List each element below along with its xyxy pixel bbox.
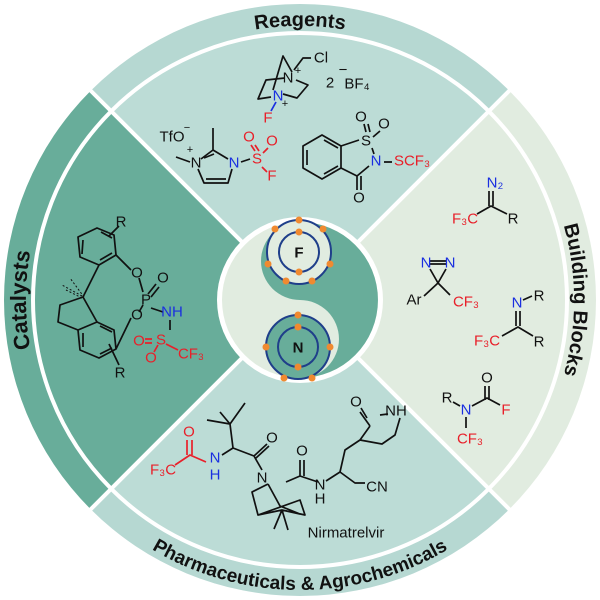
anion: BF₄ bbox=[344, 76, 369, 93]
atom: H bbox=[210, 467, 221, 484]
sector-catalysts bbox=[4, 90, 300, 510]
atom: O bbox=[157, 270, 169, 287]
fluorine-atom: F bbox=[264, 216, 334, 285]
atom: R bbox=[116, 214, 127, 231]
atom: NH bbox=[385, 403, 407, 420]
atom: F₃C bbox=[150, 462, 176, 479]
atom: O bbox=[133, 333, 145, 350]
atom: O bbox=[350, 394, 362, 411]
diazo-structure: N₂ F₃C R bbox=[452, 175, 519, 228]
imidazolium-structure: TfO − + N N S O O F bbox=[160, 122, 278, 185]
atom: N bbox=[210, 450, 221, 467]
selectfluor-structure: N + N + F Cl 2 − BF₄ bbox=[257, 50, 370, 127]
atom: O bbox=[481, 370, 493, 387]
atom: O bbox=[266, 133, 278, 150]
atom: S bbox=[252, 151, 262, 168]
element-f: F bbox=[294, 245, 303, 262]
inner-ring bbox=[31, 31, 569, 569]
drug-name: Nirmatrelvir bbox=[308, 525, 385, 542]
imine-structure: N R F₃C R bbox=[474, 288, 545, 351]
atom: O bbox=[355, 109, 367, 126]
hub: F N bbox=[217, 216, 383, 383]
charge: − bbox=[339, 62, 348, 79]
atom: P bbox=[141, 292, 151, 309]
atom: N bbox=[371, 153, 382, 170]
atom: S bbox=[361, 133, 371, 150]
catalyst-structure: R R O O P O NH S O O CF₃ bbox=[57, 214, 204, 382]
charge: − bbox=[184, 122, 190, 134]
atom: N bbox=[512, 295, 523, 312]
atom: R bbox=[534, 288, 545, 305]
carbamoyl-fluoride-structure: O R N F CF₃ bbox=[442, 370, 511, 448]
atom: N bbox=[461, 402, 472, 419]
atom: Cl bbox=[314, 50, 328, 67]
atom: CF₃ bbox=[453, 294, 479, 311]
atom: N bbox=[229, 155, 240, 172]
electrons-n bbox=[262, 311, 334, 382]
atom: R bbox=[508, 211, 519, 228]
atom: O bbox=[266, 430, 278, 447]
atom: O bbox=[145, 350, 157, 367]
atom: F₃C bbox=[452, 211, 478, 228]
pharma-inner bbox=[111, 300, 489, 567]
atom: S bbox=[156, 332, 166, 349]
electrons-f bbox=[264, 216, 334, 285]
atom: N bbox=[191, 155, 202, 172]
element-n: N bbox=[293, 340, 304, 357]
atom: N bbox=[283, 70, 294, 87]
group: SCF₃ bbox=[394, 153, 430, 170]
atom: O bbox=[243, 129, 255, 146]
nitrogen-atom: N bbox=[262, 311, 334, 382]
charge: + bbox=[187, 144, 193, 156]
atom: N bbox=[315, 477, 326, 494]
label-reagents: Reagents bbox=[253, 9, 347, 35]
atom: R bbox=[534, 334, 545, 351]
atom: N bbox=[421, 255, 432, 272]
charge: + bbox=[295, 65, 301, 77]
charge: + bbox=[282, 98, 288, 110]
atom: N₂ bbox=[487, 175, 504, 192]
atom: H bbox=[315, 491, 326, 508]
label-catalysts: Catalysts bbox=[6, 248, 35, 352]
atom: N bbox=[257, 470, 268, 487]
saccharin-scf3-structure: S O O N SCF₃ O bbox=[302, 109, 430, 207]
atom: CF₃ bbox=[457, 431, 483, 448]
atom: Ar bbox=[407, 292, 422, 309]
atom: O bbox=[353, 190, 365, 207]
atom: F bbox=[267, 168, 276, 185]
sector-building-blocks bbox=[300, 90, 596, 510]
atom: CN bbox=[366, 479, 388, 496]
reagents-inner bbox=[111, 33, 489, 300]
anion: TfO bbox=[160, 129, 185, 146]
atom: O bbox=[183, 424, 195, 441]
diazirine-structure: N N Ar CF₃ bbox=[407, 255, 480, 311]
atom: R bbox=[442, 390, 453, 407]
atom: N bbox=[445, 255, 456, 272]
atom: N bbox=[273, 88, 284, 105]
atom: NH bbox=[161, 304, 183, 321]
count: 2 bbox=[326, 75, 334, 92]
atom: O bbox=[131, 265, 143, 282]
atom: O bbox=[131, 307, 143, 324]
atom: F bbox=[501, 402, 510, 419]
atom: O bbox=[378, 116, 390, 133]
atom: F₃C bbox=[474, 333, 500, 350]
atom: R bbox=[115, 365, 126, 382]
atom: F bbox=[263, 110, 272, 127]
atom: CF₃ bbox=[178, 346, 204, 363]
nirmatrelvir-structure: F₃C O N H O N O N H CN O NH Nirmatrelvir bbox=[150, 394, 407, 542]
atom: O bbox=[296, 443, 308, 460]
